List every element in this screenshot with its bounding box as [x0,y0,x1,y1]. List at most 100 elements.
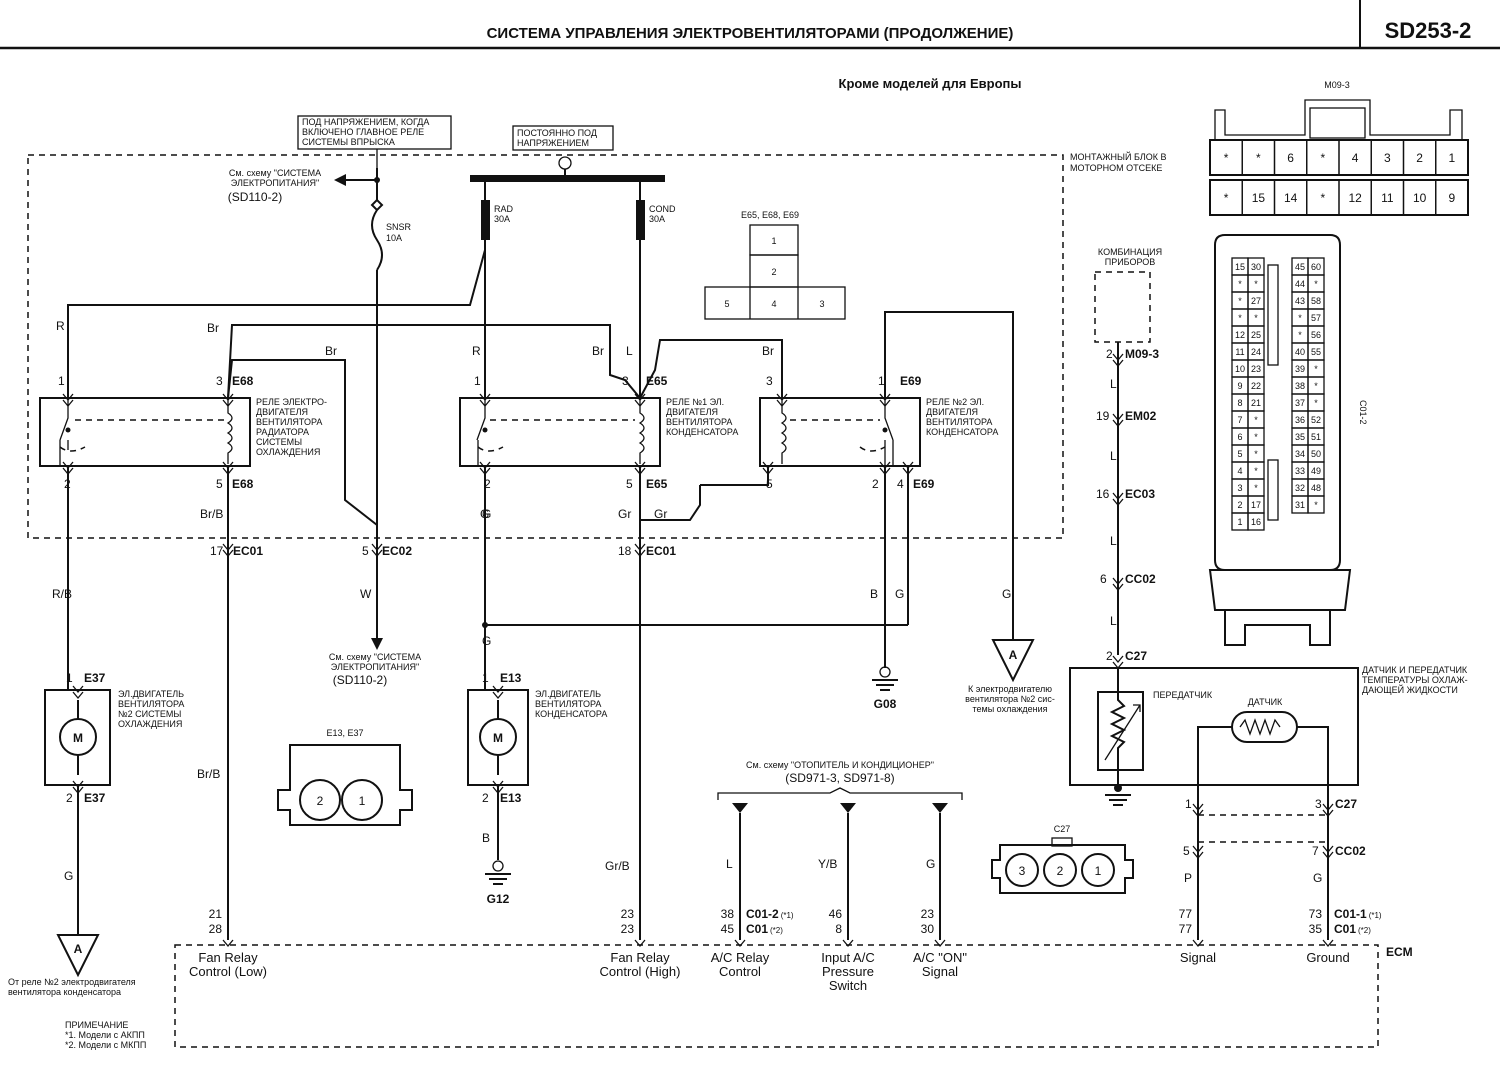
svg-text:2: 2 [1106,347,1113,361]
connector-chevron [72,780,84,795]
svg-text:2: 2 [484,477,491,491]
connector-chevron [1192,803,1204,818]
c01-pin-label: 37 [1295,398,1305,408]
svg-text:M09-3: M09-3 [1125,347,1159,361]
svg-text:См. схему "СИСТЕМА: См. схему "СИСТЕМА [329,652,421,662]
svg-text:1: 1 [482,671,489,685]
svg-text:5: 5 [1183,844,1190,858]
c01-pin-label: * [1314,398,1318,408]
c01-key-slot [1267,264,1279,366]
ecm-pin-number: 21 [209,907,223,921]
c01-pin-label: 27 [1251,296,1261,306]
svg-text:4: 4 [897,477,904,491]
connector-c27: C27 3 2 1 [991,824,1134,894]
c01-pin-label: 31 [1295,500,1305,510]
svg-text:ТЕМПЕРАТУРЫ ОХЛАЖ-: ТЕМПЕРАТУРЫ ОХЛАЖ- [1362,675,1468,685]
ground-g12: G12 [485,860,511,906]
page-title: СИСТЕМА УПРАВЛЕНИЯ ЭЛЕКТРОВЕНТИЛЯТОРАМИ … [487,25,1014,42]
c01-pin-label: 1 [1237,517,1242,527]
svg-text:вентилятора конденсатора: вентилятора конденсатора [8,987,121,997]
svg-text:*1. Модели с АКПП: *1. Модели с АКПП [65,1030,145,1040]
ground-g08: G08 [872,666,898,711]
c01-pin-label: 12 [1235,330,1245,340]
c01-pin-label: 43 [1295,296,1305,306]
svg-text:2: 2 [1057,864,1064,878]
ecm-pin-number: 46 [829,907,843,921]
engine-block-label: МОНТАЖНЫЙ БЛОК В МОТОРНОМ ОТСЕКЕ [1070,151,1167,173]
c01-pins: 15***12111098765432130*27*2524232221****… [1231,257,1325,531]
svg-text:RAD: RAD [494,204,514,214]
svg-text:5: 5 [766,477,773,491]
c01-pin-label: * [1254,432,1258,442]
svg-text:К электродвигателю: К электродвигателю [968,684,1052,694]
connector-chevron [902,461,914,476]
svg-text:5: 5 [216,477,223,491]
svg-text:E13: E13 [500,791,522,805]
svg-text:1: 1 [66,671,73,685]
svg-text:R: R [56,319,65,333]
c01-pin-label: 48 [1311,483,1321,493]
c01-pin-label: 17 [1251,500,1261,510]
c01-pin-label: 24 [1251,347,1261,357]
connector-chevron [1322,845,1334,860]
const-power-note: ПОСТОЯННО ПОД НАПРЯЖЕНИЕМ [512,125,614,151]
svg-text:3: 3 [1315,797,1322,811]
svg-text:B: B [482,831,490,845]
svg-text:Br: Br [762,344,774,358]
ign-power-note: ПОД НАПРЯЖЕНИЕМ, КОГДА ВКЛЮЧЕНО ГЛАВНОЕ … [297,115,452,150]
sensor-connectors: 1 3 C27 5 7 CC02 P G [1183,797,1366,885]
notes: ПРИМЕЧАНИЕ *1. Модели с АКПП *2. Модели … [65,1020,146,1050]
svg-text:A: A [74,942,83,956]
svg-text:L: L [1110,614,1117,628]
svg-text:P: P [1184,871,1192,885]
svg-text:G: G [926,857,935,871]
c01-pin-label: 10 [1235,364,1245,374]
c01-pin-label: 60 [1311,262,1321,272]
svg-text:E65, E68, E69: E65, E68, E69 [741,210,799,220]
svg-text:C01-2: C01-2 [1358,400,1368,425]
svg-text:КОМБИНАЦИЯ: КОМБИНАЦИЯ [1098,247,1162,257]
c01-pin-label: 45 [1295,262,1305,272]
svg-text:R/B: R/B [52,587,72,601]
connector-chevron [222,543,234,558]
svg-text:1: 1 [878,374,885,388]
ecm-pin-function: Fan Relay [198,950,258,965]
svg-text:G: G [895,587,904,601]
m09-pin-label: * [1321,151,1326,165]
svg-text:CC02: CC02 [1335,844,1366,858]
svg-text:EC02: EC02 [382,544,412,558]
svg-text:G: G [482,507,491,521]
coolant-temp-sensor: ДАТЧИК И ПЕРЕДАТЧИК ТЕМПЕРАТУРЫ ОХЛАЖ- Д… [1069,665,1468,786]
c01-pin-label: * [1254,279,1258,289]
svg-text:C27: C27 [1054,824,1071,834]
m09-pin-label: 2 [1416,151,1423,165]
connector-chevron [1192,845,1204,860]
header: СИСТЕМА УПРАВЛЕНИЯ ЭЛЕКТРОВЕНТИЛЯТОРАМИ … [0,0,1500,91]
c01-pin-label: 38 [1295,381,1305,391]
ecm-connector-name: C01-2(*1) [746,907,794,921]
svg-text:5: 5 [626,477,633,491]
svg-text:2: 2 [482,791,489,805]
c01-pin-label: 40 [1295,347,1305,357]
c01-pin-label: * [1314,364,1318,374]
svg-text:G08: G08 [874,697,897,711]
svg-text:ПОД НАПРЯЖЕНИЕМ, КОГДА: ПОД НАПРЯЖЕНИЕМ, КОГДА [302,117,429,127]
svg-text:ВЕНТИЛЯТОРА: ВЕНТИЛЯТОРА [666,417,732,427]
ecm-pin-function: Ground [1306,950,1349,965]
svg-text:W: W [360,587,372,601]
c01-pin-label: 58 [1311,296,1321,306]
svg-text:2: 2 [317,794,324,808]
c01-pin-label: 9 [1237,381,1242,391]
svg-text:E69: E69 [900,374,922,388]
c01-pin-label: 52 [1311,415,1321,425]
svg-text:E37: E37 [84,791,106,805]
c01-pin-label: 16 [1251,517,1261,527]
svg-text:ВЕНТИЛЯТОРА: ВЕНТИЛЯТОРА [118,699,184,709]
svg-text:ЭЛ.ДВИГАТЕЛЬ: ЭЛ.ДВИГАТЕЛЬ [535,689,601,699]
m09-pin-label: 15 [1252,191,1266,205]
ecm-pin-function: Signal [1180,950,1216,965]
svg-text:1: 1 [58,374,65,388]
ecm-pin-number: 35 [1309,922,1323,936]
ecm-label: ECM [1386,945,1413,959]
connector-chevron [1112,413,1124,428]
